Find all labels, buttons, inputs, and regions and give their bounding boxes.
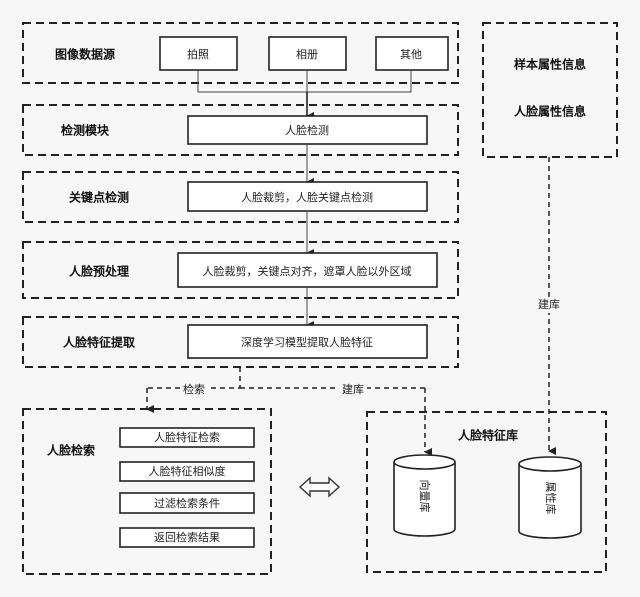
search-edge-label: 检索 (183, 382, 205, 396)
attribute-db-label: 属性库 (544, 482, 558, 515)
library-group-title: 人脸特征库 (458, 428, 518, 443)
sample-attr-label: 样本属性信息 (514, 57, 586, 72)
search-item-label: 返回检索结果 (154, 530, 220, 544)
vector-db-label: 向量库 (418, 480, 432, 513)
source-photo-label: 拍照 (187, 47, 209, 61)
source-photo-box (159, 36, 238, 71)
source-other-box (375, 36, 449, 71)
attr-build-label: 建库 (538, 297, 560, 311)
bidirectional-arrow-icon (298, 476, 341, 498)
keypoint-group (22, 171, 459, 223)
attribute-group (482, 22, 618, 158)
library-group (366, 411, 607, 573)
search-item-box (119, 492, 255, 514)
vector-db-cylinder: 向量库 (393, 454, 456, 537)
search-group-title: 人脸检索 (47, 443, 95, 458)
build-label-bg (339, 382, 367, 396)
build-edge-label: 建库 (342, 382, 364, 396)
keypoint-label: 人脸裁剪，人脸关键点检测 (241, 190, 373, 204)
source-other-label: 其他 (400, 48, 422, 61)
feature-box (187, 324, 428, 359)
preprocess-box (177, 252, 438, 288)
feature-label: 深度学习模型提取人脸特征 (241, 335, 373, 349)
attr-build-label-bg (535, 297, 563, 313)
face-detect-box (187, 115, 428, 145)
face-detect-label: 人脸检测 (285, 123, 329, 137)
source-album-label: 相册 (296, 48, 318, 61)
detect-group (22, 104, 459, 156)
feature-group-title: 人脸特征提取 (63, 335, 135, 350)
search-label-bg (180, 382, 208, 396)
keypoint-group-title: 关键点检测 (69, 190, 129, 205)
preprocess-label: 人脸裁剪，关键点对齐，遮罩人脸以外区域 (203, 264, 412, 278)
preprocess-group-title: 人脸预处理 (69, 264, 129, 279)
attribute-db-cylinder: 属性库 (518, 456, 582, 539)
search-item-box (119, 461, 255, 482)
source-group-title: 图像数据源 (55, 47, 115, 62)
source-merge-connector (197, 70, 412, 93)
search-group (22, 408, 272, 575)
search-item-label: 过滤检索条件 (154, 496, 220, 510)
search-item-label: 人脸特征相似度 (149, 464, 226, 478)
detect-group-title: 检测模块 (61, 123, 110, 138)
search-item-label: 人脸特征检索 (154, 430, 220, 444)
preprocess-group (22, 241, 459, 299)
search-item-box (119, 527, 255, 548)
face-attr-label: 人脸属性信息 (514, 104, 586, 119)
search-item-box (119, 427, 255, 448)
